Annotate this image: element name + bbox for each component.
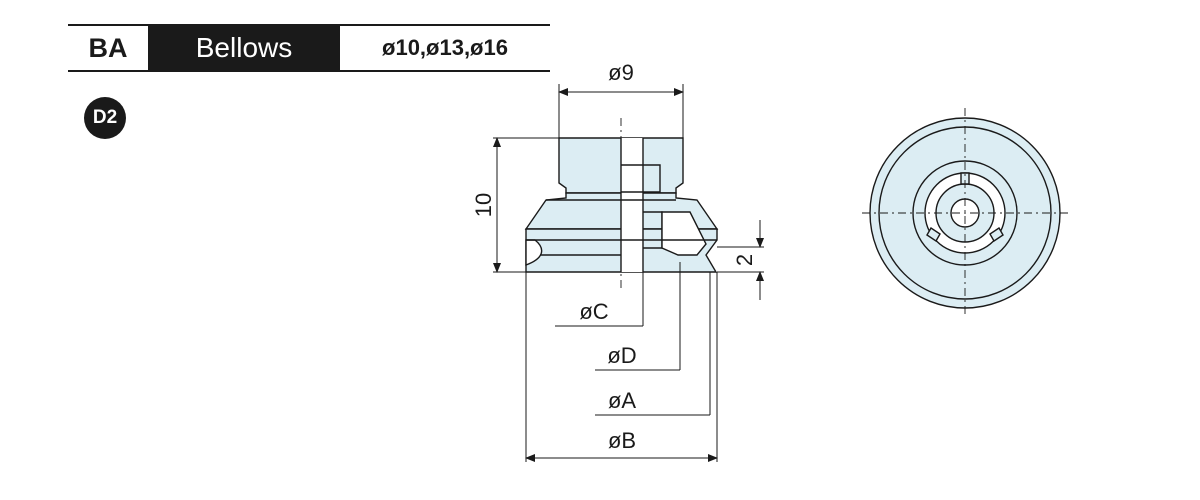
- dim-a-label: øA: [608, 388, 636, 413]
- lip-label: 2: [732, 254, 757, 266]
- dim-d-label: øD: [607, 343, 636, 368]
- dim-height: [493, 137, 559, 273]
- section-bore: [621, 138, 643, 272]
- title-bar: BA Bellows ø10,ø13,ø16: [68, 24, 550, 72]
- spokes: [926, 172, 1004, 242]
- inner-cavity: [661, 211, 707, 256]
- dim-leaders: [525, 262, 718, 462]
- height-label: 10: [471, 193, 496, 217]
- dim-b-label: øB: [608, 428, 636, 453]
- size-range: ø10,ø13,ø16: [382, 35, 508, 60]
- dim-lip: [717, 220, 764, 300]
- detail-lines: [526, 199, 717, 256]
- section-outline: [620, 138, 663, 272]
- top-diameter-label: ø9: [608, 60, 634, 85]
- dim-c-label: øC: [579, 299, 608, 324]
- dim-top-diameter: [558, 84, 684, 138]
- bottom-centerlines: [862, 108, 1070, 318]
- model-badge: D2: [84, 97, 126, 139]
- series-code: BA: [88, 32, 128, 63]
- side-view: [524, 118, 719, 290]
- product-name: Bellows: [148, 26, 340, 70]
